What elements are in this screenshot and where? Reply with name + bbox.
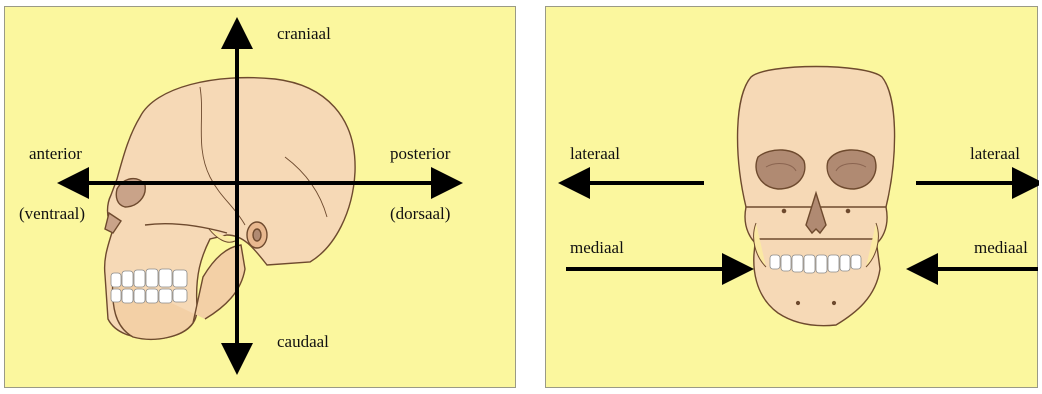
lateral-view-panel: craniaal caudaal anterior (ventraal) pos… xyxy=(4,6,516,388)
label-lateraal-left: lateraal xyxy=(570,145,620,162)
skull-frontal-illustration xyxy=(738,67,895,326)
lateral-skull-diagram xyxy=(5,7,517,389)
frontal-view-panel: lateraal mediaal lateraal mediaal xyxy=(545,6,1038,388)
label-dorsaal: (dorsaal) xyxy=(390,205,450,222)
label-posterior: posterior xyxy=(390,145,450,162)
label-craniaal: craniaal xyxy=(277,25,331,42)
label-mediaal-right: mediaal xyxy=(974,239,1028,256)
label-anterior: anterior xyxy=(29,145,82,162)
label-mediaal-left: mediaal xyxy=(570,239,624,256)
teeth-lateral xyxy=(111,269,187,303)
label-ventraal: (ventraal) xyxy=(19,205,85,222)
label-caudaal: caudaal xyxy=(277,333,329,350)
frontal-skull-diagram xyxy=(546,7,1039,389)
label-lateraal-right: lateraal xyxy=(970,145,1020,162)
